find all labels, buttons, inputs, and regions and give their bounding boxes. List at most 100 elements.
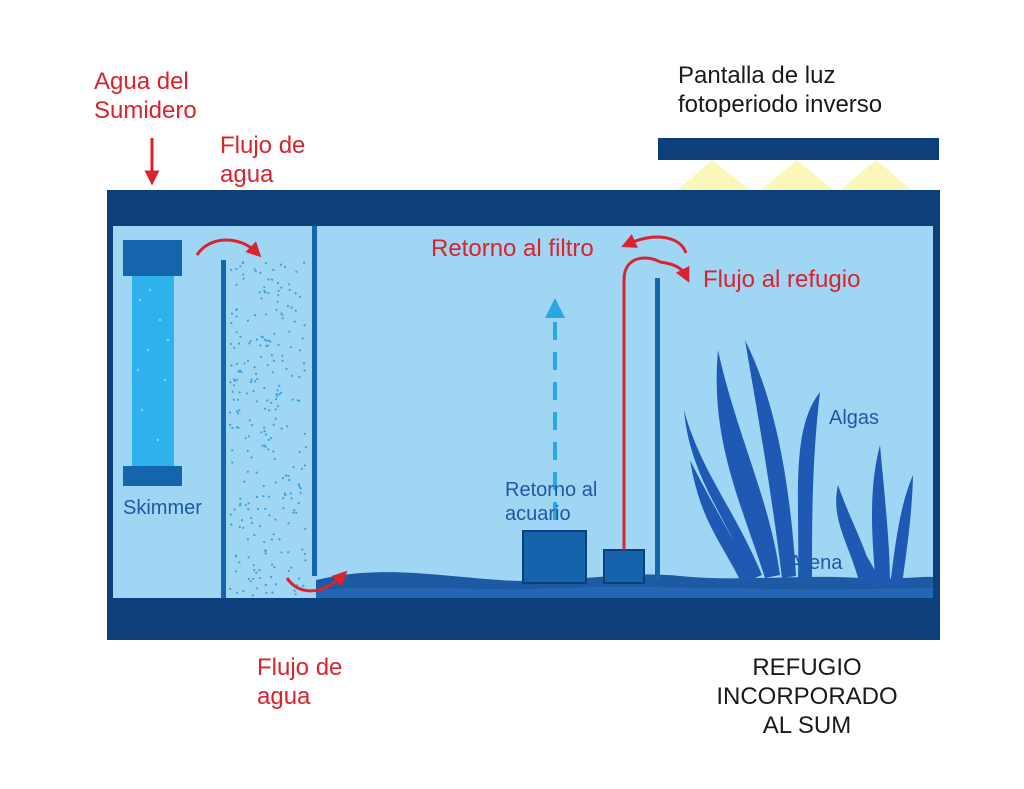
flow-top-label: Flujo de agua (220, 132, 305, 190)
bubble-dot (291, 374, 294, 377)
bubble-dot (255, 400, 258, 403)
bubble-dot (247, 556, 250, 559)
bubble-dot (293, 320, 296, 323)
bubble-dot (235, 315, 238, 318)
bubble-dot (238, 409, 241, 412)
bubble-dot (301, 548, 304, 551)
bubble-dot (233, 508, 236, 511)
bubble-dot (272, 268, 275, 272)
bubble-dot (272, 450, 275, 453)
bubble-dot (299, 487, 302, 490)
bubble-dot (288, 283, 291, 286)
bubble-dot (250, 517, 253, 520)
bubble-dot (267, 278, 270, 281)
bubble-dot (304, 559, 307, 562)
bubble-dot (301, 337, 304, 340)
bubble-dot (254, 373, 258, 376)
bubble-dot (271, 563, 274, 566)
refuge-flow-arrow (659, 260, 690, 283)
sand-label: Arena (789, 552, 843, 574)
bubble-dot (242, 590, 245, 593)
bubble-dot (244, 437, 247, 440)
bubble-dot (255, 338, 258, 341)
bubble-dot (274, 398, 278, 401)
bubble-dot (272, 423, 275, 426)
bubble-dot (228, 411, 232, 414)
caption-line2: INCORPORADO (716, 682, 898, 710)
caption-line3: AL SUM (762, 711, 852, 739)
bubble-dot (264, 433, 267, 436)
bubble-dot (276, 300, 279, 303)
bubble-dot (299, 491, 302, 494)
algae-plants (684, 340, 913, 586)
bubble-dot (303, 324, 306, 327)
bubble-dot (274, 481, 277, 484)
sump-water-label: Agua del Sumidero (94, 68, 197, 126)
bubble-dot (273, 566, 276, 569)
bubble-dot (230, 321, 233, 325)
bubble-dot (263, 540, 266, 544)
bubble-dot (261, 444, 264, 447)
bubble-dot (272, 359, 275, 362)
bubble-dot (299, 295, 302, 299)
bubble-dot (231, 390, 234, 393)
bubble-dot (229, 513, 232, 516)
bubble-dot (280, 312, 283, 315)
bubble-dot (262, 484, 265, 488)
skimmer (123, 240, 182, 486)
bubble-dot (249, 340, 252, 343)
bubble-dot (254, 270, 257, 273)
bubble-dot (256, 508, 259, 511)
bubble-dot (263, 426, 266, 429)
bubble-dot (241, 261, 245, 265)
bubble-dot (230, 523, 233, 526)
bubble-dot (292, 511, 295, 514)
bubble-dot (264, 550, 267, 553)
bubble-dot (255, 471, 258, 474)
bubble-dot (281, 359, 284, 362)
bubble-dot (274, 583, 277, 586)
bubble-dot (298, 577, 301, 580)
bubble-dot (280, 286, 283, 289)
bubble-dot (232, 384, 236, 387)
bubble-dot (260, 297, 263, 300)
bubble-dot (235, 267, 238, 271)
flow-top-label-line1: Flujo de (220, 132, 306, 159)
bubble-dot (303, 552, 306, 556)
bubble-dot (282, 497, 285, 500)
bubble-dot (249, 380, 252, 384)
bubble-dot (303, 369, 306, 372)
bubble-dot (266, 399, 269, 402)
bubble-dot (251, 521, 254, 525)
bubble-dot (272, 533, 275, 536)
bubble-dot (235, 283, 238, 286)
bubble-dot (267, 495, 270, 498)
bubble-dot (246, 470, 249, 473)
bubble-dot (231, 449, 234, 452)
bubble-dot (245, 392, 248, 395)
bubble-dot (275, 393, 278, 396)
bubble-dot (298, 485, 301, 488)
bubble-dot (230, 364, 233, 367)
bubble-dot (253, 533, 256, 537)
bubble-dot (267, 339, 270, 342)
bubble-dot (270, 538, 273, 541)
bubble-dot (246, 359, 250, 362)
bubble-dot (228, 423, 232, 426)
bubble-dot (303, 261, 306, 264)
bubble-dot (303, 432, 306, 435)
skimmer-label: Skimmer (123, 497, 202, 519)
bubble-dot (261, 336, 264, 339)
bubble-dot (296, 399, 299, 402)
bubble-dot (235, 378, 239, 381)
bubble-dot (302, 584, 305, 588)
bubble-dot (233, 346, 236, 349)
bubble-dot (248, 419, 251, 422)
return-pump (522, 530, 587, 584)
bubble-dot (239, 265, 242, 268)
bubble-dot (265, 591, 268, 594)
bubble-dot (284, 492, 287, 495)
bubble-dot (235, 591, 239, 594)
bubble-dot (284, 474, 287, 477)
